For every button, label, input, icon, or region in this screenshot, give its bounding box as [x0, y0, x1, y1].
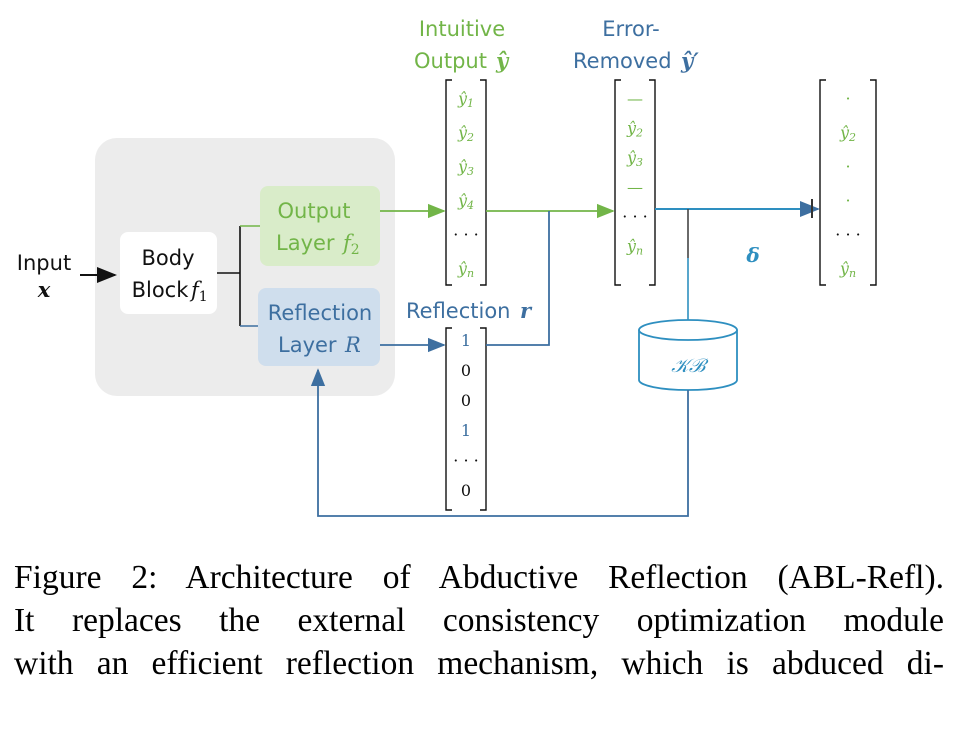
body-block-symbol: f1 — [189, 278, 208, 305]
error-removed-entries: — ŷ2 ŷ3 — · · · ŷn — [622, 89, 647, 258]
caption-line-3: with an efficient reflection mechanism, … — [14, 645, 944, 682]
figure-caption: Figure 2: Architecture of Abductive Refl… — [14, 556, 944, 685]
reflection-layer-label: Reflection — [268, 301, 373, 325]
delta-label: δ — [745, 243, 759, 267]
input-symbol: x — [37, 277, 51, 302]
reflection-layer-symbol: R — [344, 333, 361, 357]
error-removed-entry-2: ŷ2 — [626, 119, 643, 140]
final-entry-2: ŷ2 — [839, 123, 856, 144]
final-output-vector — [819, 79, 877, 286]
reflection-entry-4: 1 — [461, 421, 471, 440]
body-block-box — [120, 232, 217, 314]
final-output-entries: · ŷ2 · · · · · ŷn — [835, 89, 860, 280]
intuitive-output-vector — [445, 79, 487, 286]
kb-label: 𝒦ℬ — [671, 355, 709, 377]
final-entry-3: · — [845, 157, 850, 176]
intuitive-output-label: Intuitive — [419, 17, 505, 41]
error-removed-entry-6: ŷn — [626, 237, 643, 258]
reflection-entry-5: · · · — [453, 451, 478, 470]
final-entry-4: · — [845, 191, 850, 210]
caption-line-2: It replaces the external consistency opt… — [14, 602, 944, 639]
reflection-entry-3: 0 — [461, 391, 471, 410]
error-removed-symbol: ŷ′ — [680, 48, 699, 73]
final-entry-6: ŷn — [839, 259, 856, 280]
error-removed-entry-5: · · · — [622, 207, 647, 226]
intuitive-output-entries: ŷ1 ŷ2 ŷ3 ŷ4 · · · ŷn — [453, 89, 478, 280]
output-layer-label-2: Layer — [276, 231, 335, 255]
reflection-layer-box — [258, 288, 380, 366]
final-entry-5: · · · — [835, 225, 860, 244]
reflection-entry-2: 0 — [461, 361, 471, 380]
reflection-entries: 1 0 0 1 · · · 0 — [453, 331, 478, 500]
error-removed-label-2: Removed — [573, 49, 672, 73]
reflection-entry-6: 0 — [461, 481, 471, 500]
intuitive-entry-6: ŷn — [457, 259, 474, 280]
error-removed-entry-3: ŷ3 — [626, 148, 643, 169]
error-removed-entry-1: — — [627, 89, 643, 108]
intuitive-output-label-2: Output — [414, 49, 487, 73]
architecture-diagram: Body Block f1 Output Layer f2 Reflection… — [17, 17, 877, 517]
intuitive-entry-2: ŷ2 — [457, 123, 474, 144]
output-layer-box — [260, 186, 380, 266]
body-block-label-2: Block — [132, 278, 190, 302]
body-block-label: Body — [141, 246, 194, 270]
caption-line-1: Figure 2: Architecture of Abductive Refl… — [14, 559, 944, 596]
reflection-vector — [445, 327, 487, 511]
error-removed-entry-4: — — [627, 178, 643, 197]
output-layer-label: Output — [278, 199, 351, 223]
error-removed-label: Error- — [602, 17, 659, 41]
intuitive-entry-3: ŷ3 — [457, 157, 474, 178]
output-layer-symbol: f2 — [341, 231, 360, 258]
intuitive-entry-1: ŷ1 — [457, 89, 474, 110]
input-label: Input — [17, 251, 71, 275]
intuitive-entry-4: ŷ4 — [457, 191, 474, 212]
knowledge-base: 𝒦ℬ — [638, 319, 738, 391]
kb-feedback-line — [310, 368, 689, 517]
body-split-connector — [217, 226, 241, 326]
intuitive-output-symbol: ŷ — [495, 48, 510, 73]
final-entry-1: · — [845, 89, 850, 108]
reflection-vector-label: Reflection — [406, 299, 511, 323]
intuitive-entry-5: · · · — [453, 225, 478, 244]
error-removed-vector — [614, 79, 656, 286]
reflection-to-merge-line — [486, 211, 550, 346]
reflection-layer-label-2: Layer — [278, 333, 337, 357]
reflection-vector-symbol: r — [520, 298, 533, 323]
reflection-entry-1: 1 — [461, 331, 471, 350]
